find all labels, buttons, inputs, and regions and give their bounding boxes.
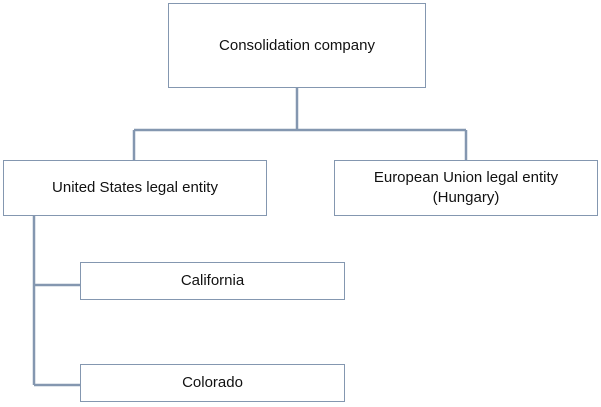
- node-label: United States legal entity: [52, 179, 218, 196]
- node-label-group: European Union legal entity (Hungary): [374, 168, 558, 208]
- node-label-line2: (Hungary): [432, 189, 500, 206]
- node-us-legal-entity: United States legal entity: [3, 160, 267, 216]
- node-consolidation-company: Consolidation company: [168, 3, 426, 88]
- node-label: Consolidation company: [219, 36, 375, 54]
- node-colorado: Colorado: [80, 364, 345, 402]
- node-eu-legal-entity: European Union legal entity (Hungary): [334, 160, 598, 216]
- node-label: California: [180, 272, 245, 289]
- node-label: Colorado: [182, 374, 243, 391]
- node-california: California: [80, 262, 345, 300]
- node-label-line1: European Union legal entity: [373, 169, 559, 186]
